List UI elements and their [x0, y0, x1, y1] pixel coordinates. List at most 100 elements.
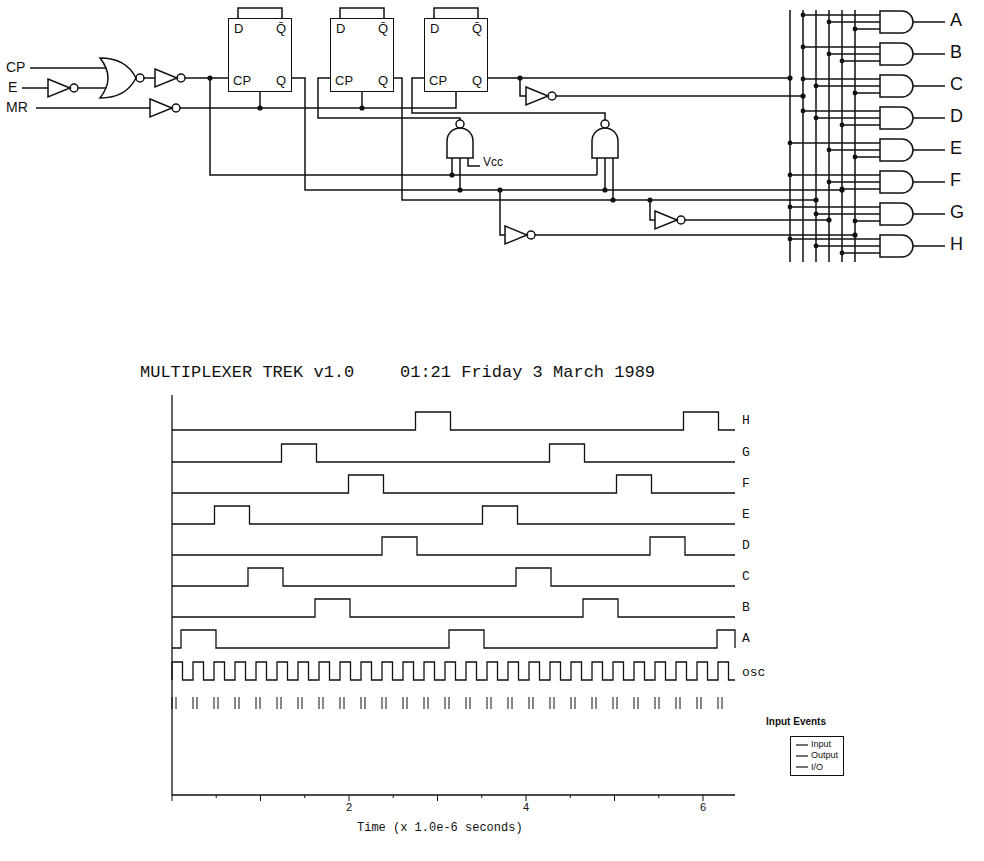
event-tick — [659, 697, 660, 709]
event-tick — [529, 697, 530, 709]
gate-input-wire — [803, 46, 880, 48]
junction-dot — [827, 20, 832, 25]
signal-name: G — [742, 446, 750, 460]
input-signal-label: CP — [6, 60, 25, 75]
junction-dot — [814, 84, 819, 89]
axis-tick-label: 4 — [523, 801, 529, 813]
axis-tick — [349, 795, 350, 801]
event-tick — [361, 697, 362, 709]
junction-dots — [787, 75, 792, 80]
and-gate-symbol — [880, 235, 913, 257]
junction-dots — [852, 232, 857, 237]
event-tick — [277, 697, 278, 709]
and-gate-symbol — [880, 171, 913, 193]
event-tick — [592, 697, 593, 709]
event-tick — [638, 697, 639, 709]
output-label: A — [950, 11, 962, 31]
wire — [520, 78, 526, 96]
output-wire — [913, 85, 945, 87]
axis-tick — [172, 795, 173, 801]
junction-dots — [207, 75, 212, 80]
legend-entry: Input — [796, 739, 838, 750]
wire — [488, 77, 790, 79]
clock-wire — [185, 77, 228, 79]
axis-tick — [216, 795, 217, 798]
axis-tick — [481, 795, 482, 798]
event-tick — [176, 697, 177, 709]
timestamp: 01:21 Friday 3 March 1989 — [400, 364, 655, 383]
pin-label: Q — [276, 74, 286, 88]
legend-text: Output — [811, 750, 838, 761]
signal-waveform — [172, 630, 735, 648]
signal-waveform — [172, 444, 735, 462]
junction-dot — [853, 91, 858, 96]
junction-dot — [814, 212, 819, 217]
junction-dot — [840, 251, 845, 256]
event-tick — [428, 697, 429, 709]
axis-tick — [703, 795, 704, 801]
legend-line-sample — [796, 763, 808, 771]
axis-tick — [393, 795, 394, 798]
legend-line-sample — [796, 741, 808, 749]
inverter-bubble — [177, 74, 185, 82]
output-wire — [913, 117, 945, 119]
d-flip-flop: DQ̄CPQ — [228, 18, 292, 92]
signal-waveform — [172, 506, 735, 524]
event-tick — [218, 697, 219, 709]
signal-name: A — [742, 632, 750, 646]
event-tick — [655, 697, 656, 709]
signal-name: F — [742, 477, 750, 491]
pin-label: CP — [233, 74, 251, 88]
event-tick — [596, 697, 597, 709]
gate-input-wire — [790, 238, 880, 240]
inverter-symbol — [655, 211, 677, 229]
event-tick — [445, 697, 446, 709]
event-tick — [382, 697, 383, 709]
wire — [394, 78, 816, 200]
junction-dots — [359, 105, 364, 110]
gate-input-wire — [855, 28, 880, 30]
clock-wire — [210, 78, 597, 175]
event-tick — [676, 697, 677, 709]
junction-dot — [853, 219, 858, 224]
event-tick — [319, 697, 320, 709]
junction-dot — [788, 141, 793, 146]
junction-dot — [801, 109, 806, 114]
gate-input-wire — [855, 92, 880, 94]
event-tick — [323, 697, 324, 709]
junction-dot — [788, 237, 793, 242]
event-tick — [302, 697, 303, 709]
wire — [604, 158, 606, 190]
event-tick — [466, 697, 467, 709]
junction-dot — [853, 155, 858, 160]
junction-dots — [602, 187, 607, 192]
junction-dot — [840, 123, 845, 128]
junction-dot — [814, 116, 819, 121]
event-tick — [634, 697, 635, 709]
output-wire — [913, 53, 945, 55]
gate-input-wire — [816, 85, 880, 87]
axis-line — [172, 395, 735, 795]
legend-line-sample — [796, 755, 808, 756]
event-tick — [718, 697, 719, 709]
inverter-symbol — [150, 99, 172, 117]
pin-label: Q̄ — [378, 22, 388, 36]
pin-label: CP — [335, 74, 353, 88]
axis-tick-label: 2 — [346, 801, 352, 813]
event-tick — [260, 697, 261, 709]
inverter-bubble — [70, 84, 78, 92]
gate-input-wire — [829, 181, 880, 183]
event-tick — [722, 697, 723, 709]
gate-input-wire — [842, 60, 880, 62]
junction-dots — [839, 187, 844, 192]
event-tick — [680, 697, 681, 709]
reset-wire — [36, 107, 150, 109]
event-tick — [533, 697, 534, 709]
gate-input-wire — [842, 124, 880, 126]
input-wire — [30, 67, 106, 69]
pin-label: D — [234, 22, 243, 36]
gate-bubble — [456, 120, 464, 128]
feedback-wire — [434, 8, 478, 18]
nand-gate-symbol — [592, 128, 618, 158]
gate-input-wire — [842, 252, 880, 254]
